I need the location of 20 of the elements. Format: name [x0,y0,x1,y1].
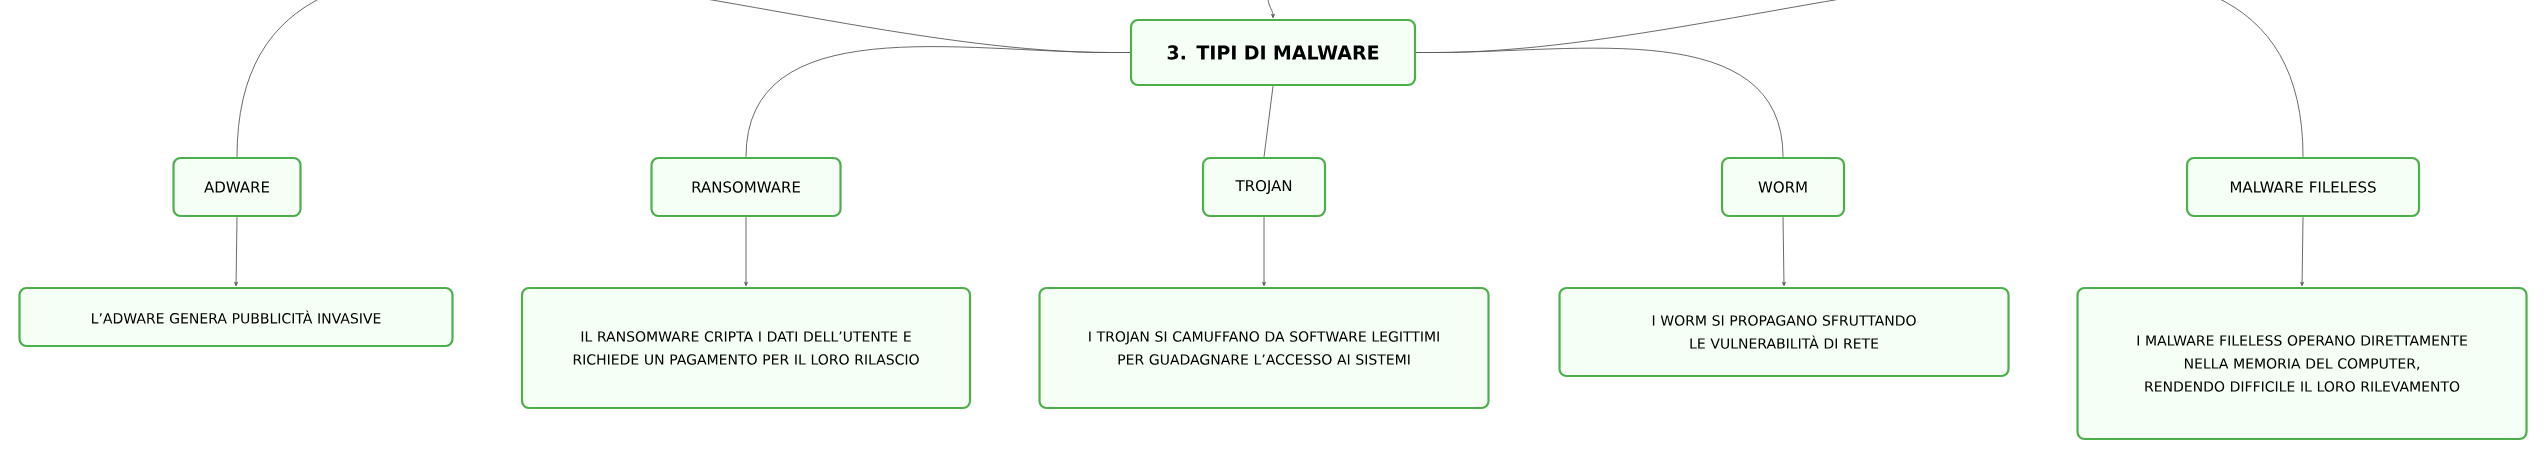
connector [744,216,748,287]
topic-box: ADWARE [172,156,302,218]
connector [1267,0,1275,19]
connector [745,46,1131,158]
connector [1415,0,2304,158]
connector [2300,216,2304,287]
description-box: IL RANSOMWARE CRIPTA I DATI DELL’UTENTE E RICHIEDE UN PAGAMENTO PER IL LORO RILASCIO [520,286,972,410]
description-box: I TROJAN SI CAMUFFANO DA SOFTWARE LEGITTIMI PER GUADAGNARE L’ACCESSO AI SISTEMI [1038,286,1490,410]
connector [1262,216,1266,287]
description-box: L’ADWARE GENERA PUBBLICITÀ INVASIVE [18,286,454,348]
title-box: 3. TIPI DI MALWARE [1129,18,1417,87]
description-box: I WORM SI PROPAGANO SFRUTTANDO LE VULNERABILITÀ DI RETE [1558,286,2010,378]
topic-box: MALWARE FILELESS [2185,156,2421,218]
topic-box: WORM [1720,156,1846,218]
connector [1263,85,1274,158]
topic-box: TROJAN [1201,156,1327,218]
connector [1782,216,1786,287]
description-box: I MALWARE FILELESS OPERANO DIRETTAMENTE NELLA MEMORIA DEL COMPUTER, RENDENDO DIFFICILE IL LORO RILEVAMENTO [2076,286,2528,441]
connector [234,216,238,287]
topic-box: RANSOMWARE [650,156,842,218]
